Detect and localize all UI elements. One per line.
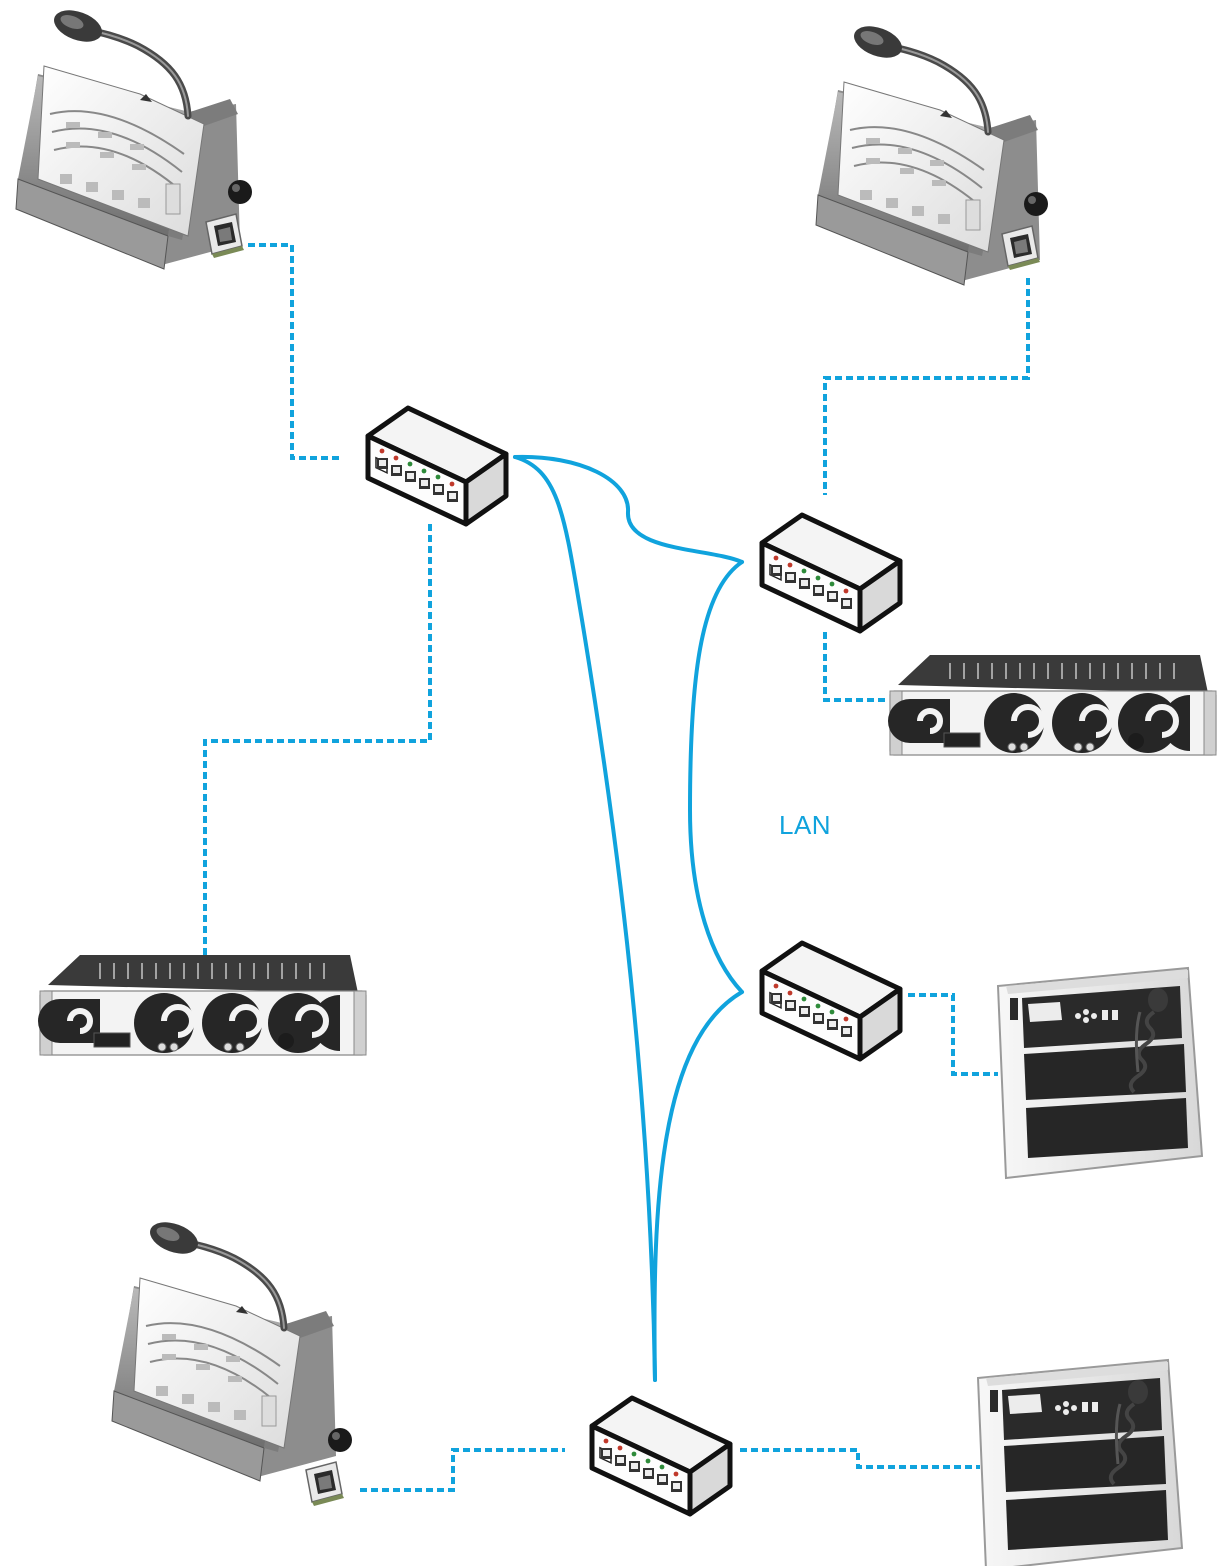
link-switch1-switch5 xyxy=(513,455,657,1382)
link-switch1-switch2 xyxy=(513,454,744,564)
lan-backbone-links xyxy=(513,454,744,1382)
link-switch1-rack1 xyxy=(203,524,432,955)
rack-unit-2 xyxy=(888,655,1216,755)
link-console3-switch5 xyxy=(360,1448,565,1492)
network-switch-2 xyxy=(762,515,900,631)
link-switch3-cabinet1 xyxy=(908,993,998,1076)
link-switch5-cabinet2 xyxy=(740,1448,980,1469)
microphone-console-1 xyxy=(16,4,240,269)
network-switch-1 xyxy=(368,408,506,524)
rack-unit-1 xyxy=(38,955,366,1055)
wall-cabinet-2 xyxy=(976,1358,1184,1566)
link-switch2-rack2 xyxy=(823,632,885,702)
network-switch-3 xyxy=(762,943,900,1059)
link-console1-switch1 xyxy=(248,243,340,460)
microphone-console-3 xyxy=(112,1216,336,1481)
link-switch2-switch3 xyxy=(687,560,744,994)
network-switch-5 xyxy=(592,1398,730,1514)
link-console2-switch2 xyxy=(823,278,1030,495)
lan-label: LAN xyxy=(779,810,832,840)
wall-cabinet-1 xyxy=(996,966,1204,1180)
link-switch3-switch5 xyxy=(652,990,744,1382)
dotted-links xyxy=(203,243,1030,1492)
